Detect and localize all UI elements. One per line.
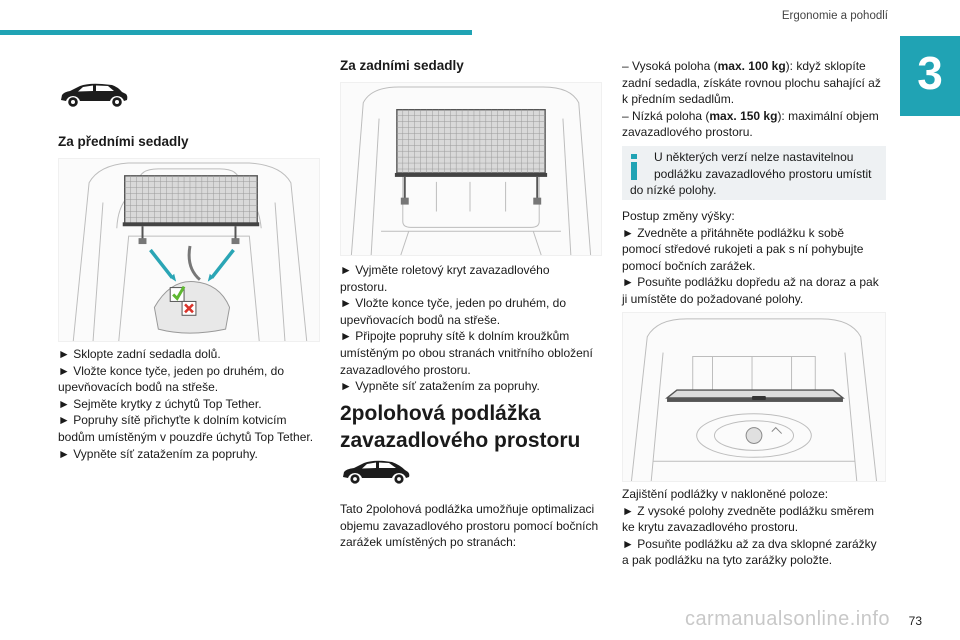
text-line: ► Posuňte podlážku až za dva sklopné zar… (622, 536, 877, 551)
instructions-front-seats: ► Sklopte zadní sedadla dolů. ► Vložte k… (58, 346, 313, 462)
text-line: ji umístěte do požadované polohy. (622, 291, 804, 306)
text-line: zavazadlového prostoru. (340, 362, 471, 377)
illustration-boot-floor (622, 312, 886, 482)
text-line: Tato 2polohová podlážka umožňuje optimal… (340, 502, 595, 516)
suv-car-icon (61, 83, 128, 107)
section-title-boot-floor: 2polohová podlážka zavazadlového prostor… (340, 400, 580, 454)
illustration-net-front-seats (58, 158, 320, 342)
text-line: do nízké polohy. (630, 183, 717, 198)
instructions-rear-seats: ► Vyjměte roletový kryt zavazadlového pr… (340, 262, 593, 395)
low-position-line: – Nízká poloha (max. 150 kg): maximální … (622, 108, 879, 123)
illustration-net-rear-seats (340, 82, 602, 256)
text-line: a pak podlážku na tyto zarážky položte. (622, 553, 833, 568)
info-icon (631, 154, 637, 180)
text-line: ► Zvedněte a přitáhněte podlážku k sobě (622, 225, 845, 240)
hatchback-car-icon (343, 460, 410, 484)
text-line: Zajištění podlážky v nakloněné poloze: (622, 487, 829, 501)
heading-rear-seats: Za zadními sedadly (340, 58, 464, 73)
page-number: 73 (908, 614, 922, 628)
text-line: ► Sejměte krytky z úchytů Top Tether. (58, 396, 262, 411)
text-line: zarážek umístěných po stranách: (340, 535, 517, 550)
chapter-tab: 3 (900, 36, 960, 116)
text-line: ► Vložte konce tyče, jeden po druhém, do (58, 363, 285, 378)
text-line: ► Vypněte síť zatažením za popruhy. (340, 379, 540, 394)
high-load-limit: max. 100 kg (717, 59, 786, 73)
info-note: U některých verzí nelze nastavitelnou po… (622, 146, 886, 200)
text-line: objemu zavazadlového prostoru pomocí boč… (340, 518, 599, 533)
watermark: carmanualsonline.info (684, 608, 890, 630)
text-line: pomocí středové rukojeti a pak s ní pohy… (622, 242, 864, 257)
floor-positions: – Vysoká poloha (max. 100 kg): když sklo… (622, 58, 881, 141)
text-line: ► Vypněte síť zatažením za popruhy. (58, 446, 258, 461)
text-line: podlážku zavazadlového prostoru umístit (654, 166, 872, 181)
text-line: k předním sedadlům. (622, 92, 735, 107)
section-title-line: 2polohová podlážka (340, 402, 541, 425)
tilt-position-steps: Zajištění podlážky v nakloněné poloze: ►… (622, 486, 877, 569)
text-line: Postup změny výšky: (622, 209, 735, 223)
heading-front-seats: Za předními sedadly (58, 134, 189, 149)
header-accent-bar (0, 30, 472, 35)
text-line: bodům umístěným v pouzdře úchytů Top Tet… (58, 429, 314, 444)
text-line: ► Připojte popruhy sítě k dolním kroužků… (340, 329, 570, 344)
text-line: zadní sedadla, získáte rovnou plochu sah… (622, 75, 881, 90)
text-line: ► Z vysoké polohy zvedněte podlážku směr… (622, 503, 874, 518)
text-line: zavazadlového prostoru. (622, 125, 753, 140)
text-line: ► Posuňte podlážku dopředu až na doraz a… (622, 275, 879, 290)
text-line: upevňovacích bodů na střeše. (58, 380, 219, 395)
text-line: pomocí bočních zarážek. (622, 258, 756, 273)
text-line: umístěným po obou stranách vnitřního obl… (340, 345, 593, 360)
boot-floor-intro: Tato 2polohová podlážka umožňuje optimal… (340, 501, 598, 551)
text-line: ► Sklopte zadní sedadla dolů. (58, 347, 221, 361)
text-line: ► Vyjměte roletový kryt zavazadlového (340, 263, 550, 277)
height-change-steps: Postup změny výšky: ► Zvedněte a přitáhn… (622, 208, 879, 308)
text-line: U některých verzí nelze nastavitelnou (654, 150, 854, 164)
text-line: prostoru. (340, 279, 388, 294)
text-line: ► Vložte konce tyče, jeden po druhém, do (340, 296, 567, 311)
section-title: Ergonomie a pohodlí (781, 10, 888, 22)
section-title-line: zavazadlového prostoru (340, 429, 581, 452)
text-line: upevňovacích bodů na střeše. (340, 312, 501, 327)
text-line: ke krytu zavazadlového prostoru. (622, 520, 799, 535)
low-load-limit: max. 150 kg (709, 108, 778, 123)
high-position-line: – Vysoká poloha (max. 100 kg): když sklo… (622, 59, 866, 73)
text-line: ► Popruhy sítě přichyťte k dolním kotvic… (58, 413, 287, 428)
